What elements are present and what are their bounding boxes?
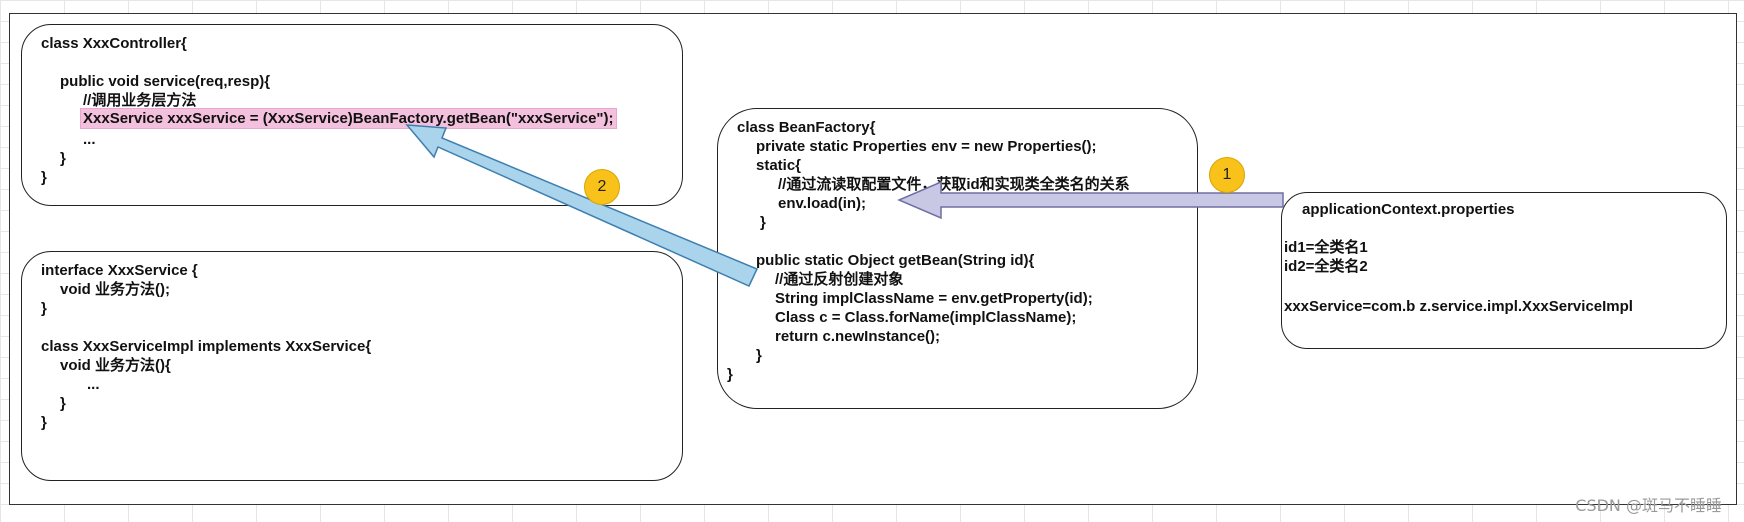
- factory-class-line: class BeanFactory{: [737, 119, 876, 136]
- factory-getbean-line: public static Object getBean(String id){: [756, 252, 1035, 269]
- factory-static-close: }: [760, 214, 766, 231]
- service-impl-method-close: }: [60, 395, 66, 412]
- service-box: [21, 251, 683, 481]
- controller-class-line: class XxxController{: [41, 35, 187, 52]
- watermark: CSDN @斑马不睡睡: [1575, 496, 1722, 515]
- service-interface-close: }: [41, 300, 47, 317]
- service-impl-method: void 业务方法(){: [60, 357, 171, 374]
- controller-ellipsis-line: ...: [83, 131, 96, 148]
- factory-method-close: }: [756, 347, 762, 364]
- service-impl-close: }: [41, 414, 47, 431]
- service-interface-line: interface XxxService {: [41, 262, 198, 279]
- properties-box: [1281, 192, 1727, 349]
- bean-factory-box: [717, 108, 1198, 409]
- properties-id2: id2=全类名2: [1284, 258, 1368, 275]
- factory-static-line: static{: [756, 157, 802, 174]
- service-interface-method: void 业务方法();: [60, 281, 170, 298]
- factory-class-close: }: [727, 366, 733, 383]
- controller-method-line: public void service(req,resp){: [60, 73, 271, 90]
- step-badge-2: 2: [584, 169, 620, 205]
- properties-filename: applicationContext.properties: [1302, 201, 1515, 218]
- factory-forname-line: Class c = Class.forName(implClassName);: [775, 309, 1077, 326]
- controller-getbean-line: XxxService xxxService = (XxxService)Bean…: [80, 108, 617, 129]
- controller-comment-line: //调用业务层方法: [83, 92, 197, 109]
- service-impl-line: class XxxServiceImpl implements XxxServi…: [41, 338, 372, 355]
- controller-class-close: }: [41, 169, 47, 186]
- factory-reflect-comment: //通过反射创建对象: [775, 271, 904, 288]
- factory-load-line: env.load(in);: [778, 195, 867, 212]
- arrow-factory-to-controller: [405, 124, 759, 287]
- properties-id1: id1=全类名1: [1284, 239, 1368, 256]
- service-impl-ellipsis: ...: [87, 376, 100, 393]
- factory-implname-line: String implClassName = env.getProperty(i…: [775, 290, 1093, 307]
- factory-env-line: private static Properties env = new Prop…: [756, 138, 1097, 155]
- step-badge-1: 1: [1209, 157, 1245, 193]
- factory-comment-line: //通过流读取配置文件，获取id和实现类全类名的关系: [778, 176, 1130, 193]
- arrow-properties-to-factory: [897, 180, 1284, 220]
- controller-getbean-highlight: XxxService xxxService = (XxxService)Bean…: [80, 108, 617, 129]
- controller-method-close: }: [60, 150, 66, 167]
- properties-xxxservice: xxxService=com.b z.service.impl.XxxServi…: [1284, 298, 1633, 315]
- factory-newinstance-line: return c.newInstance();: [775, 328, 941, 345]
